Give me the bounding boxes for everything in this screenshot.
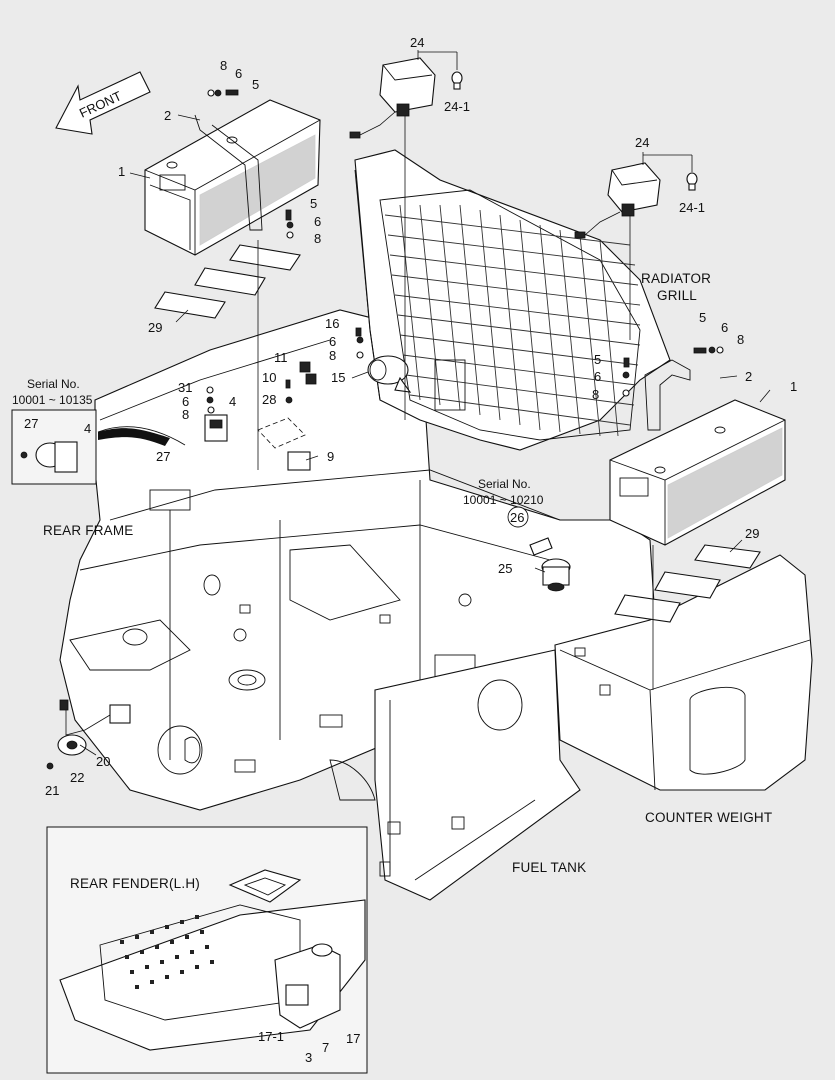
callout-24-1: 24-1 [444,99,470,114]
radiator-grill-label-2: GRILL [657,288,697,303]
plate-26 [529,537,553,556]
serial-detail-left [11,409,186,485]
callout-10: 10 [262,370,276,385]
serial-title-right: Serial No. [478,477,531,491]
callout-2: 2 [745,369,752,384]
serial-range-left: 10001 ~ 10135 [12,393,93,407]
lamp-bulb-left [451,71,463,90]
callout-1: 1 [118,164,125,179]
rear-fender-label: REAR FENDER(L.H) [70,876,200,891]
callout-22: 22 [70,770,84,785]
callout-6: 6 [329,334,336,349]
callout-26: 26 [510,510,524,525]
battery-bracket-left [194,114,263,231]
callout-1: 1 [790,379,797,394]
callout-26-circle [507,506,529,528]
radiator-grill-label: RADIATOR [641,271,711,286]
callout-8: 8 [737,332,744,347]
callout-2: 2 [164,108,171,123]
callout-6: 6 [182,394,189,409]
hardware-small-parts [206,89,724,414]
callout-5: 5 [310,196,317,211]
battery-mats-left [154,244,301,319]
callout-17: 17 [346,1031,360,1046]
callout-5: 5 [252,77,259,92]
counter-weight [554,554,813,791]
callout-6: 6 [594,369,601,384]
callout-24: 24 [635,135,649,150]
battery-mats-right [614,544,761,623]
callout-7: 7 [322,1040,329,1055]
callout-8: 8 [182,407,189,422]
battery-relay [204,414,228,442]
callout-8: 8 [220,58,227,73]
callout-28: 28 [262,392,276,407]
callout-24: 24 [410,35,424,50]
callout-3: 3 [305,1050,312,1065]
callout-25: 25 [498,561,512,576]
battery-bracket-right [644,359,691,431]
callout-17-1: 17-1 [258,1029,284,1044]
callout-20: 20 [96,754,110,769]
callout-5: 5 [594,352,601,367]
work-lamp-right [574,162,661,239]
callout-21: 21 [45,783,59,798]
grill-mesh [384,204,641,437]
work-lamp-left [349,57,436,139]
battery-left [144,99,321,256]
callout-27: 27 [24,416,38,431]
rear-fender-inset [46,826,368,1074]
callout-31: 31 [178,380,192,395]
fuel-tank-label: FUEL TANK [512,860,586,875]
counter-weight-label: COUNTER WEIGHT [645,810,772,825]
callout-16: 16 [325,316,339,331]
serial-title-left: Serial No. [27,377,80,391]
harness-20 [46,699,131,770]
callout-9: 9 [327,449,334,464]
horn [367,355,412,393]
switch-9 [287,451,311,471]
callout-6: 6 [235,66,242,81]
relays [299,361,317,385]
callout-4: 4 [84,421,91,436]
callout-29: 29 [745,526,759,541]
mount-outline [257,417,306,449]
callout-6: 6 [721,320,728,335]
master-switch [541,558,571,592]
callout-24-1: 24-1 [679,200,705,215]
washer-tank [274,943,341,1029]
callout-5: 5 [699,310,706,325]
rear-frame-label: REAR FRAME [43,523,134,538]
callout-15: 15 [331,370,345,385]
callout-6: 6 [314,214,321,229]
callout-29: 29 [148,320,162,335]
callout-27: 27 [156,449,170,464]
callout-11: 11 [274,350,288,365]
radiator-grill [354,149,671,451]
callout-4: 4 [229,394,236,409]
callout-8: 8 [329,348,336,363]
fender-tread [120,915,214,989]
callout-8: 8 [314,231,321,246]
battery-right [609,399,786,546]
serial-range-right: 10001 ~ 10210 [463,493,544,507]
lamp-bulb-right [686,172,698,191]
callout-8: 8 [592,387,599,402]
